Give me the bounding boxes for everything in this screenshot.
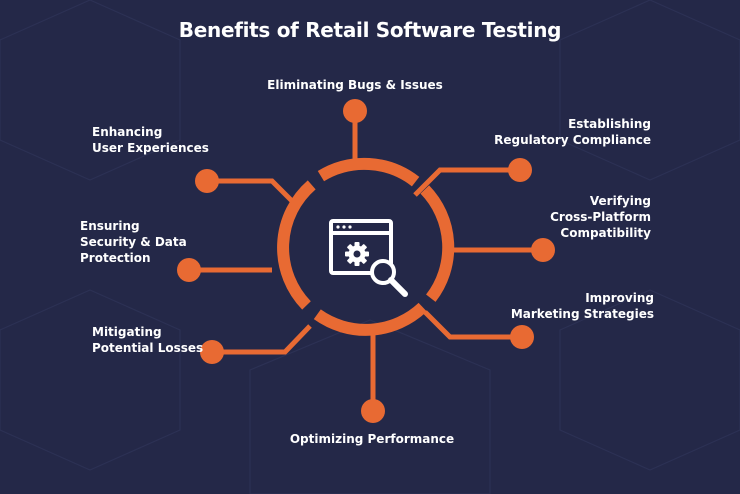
dot-compliance [508,158,532,182]
benefit-label-compatibility: Verifying Cross-Platform Compatibility [550,194,651,240]
settings-magnifier-icon [329,219,408,297]
dot-ux [195,169,219,193]
dot-performance [361,399,385,423]
benefit-label-performance: Optimizing Performance [289,432,455,446]
benefit-label-compliance: Establishing Regulatory Compliance [494,117,651,147]
benefit-label-marketing: Improving Marketing Strategies [510,291,654,321]
connector-marketing [423,310,522,340]
dot-bugs [343,99,367,123]
benefit-label-security: Ensuring Security & Data Protection [80,219,187,265]
connector-compliance [413,167,520,197]
ring-segment-left [277,180,316,310]
dot-security [177,258,201,282]
connector-ux [207,178,298,207]
dot-losses [200,340,224,364]
connector-losses [212,324,312,355]
ring-segment-top [317,157,420,187]
dot-compatibility [531,238,555,262]
benefit-label-losses: Mitigating Potential Losses [92,325,204,355]
ring-segment-right [420,185,455,302]
benefit-label-bugs: Eliminating Bugs & Issues [267,78,443,92]
benefit-label-ux: Enhancing User Experiences [92,125,209,155]
dot-marketing [510,325,534,349]
ring-segment-bottom [313,302,427,336]
diagram-title: Benefits of Retail Software Testing [178,18,562,42]
